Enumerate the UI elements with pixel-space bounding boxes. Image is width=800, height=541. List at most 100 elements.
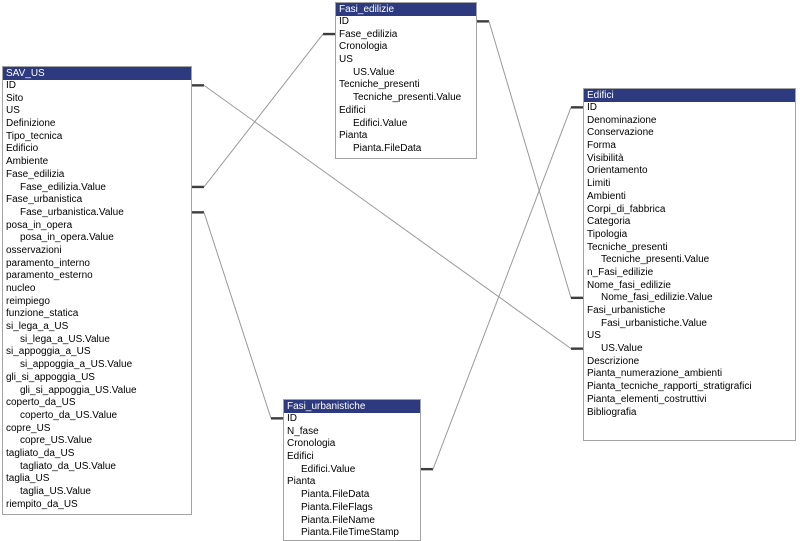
field-row[interactable]: taglia_US.Value: [20, 486, 91, 497]
field-row[interactable]: ID: [287, 413, 297, 424]
relation-line[interactable]: [421, 106, 583, 471]
field-row[interactable]: si_appoggia_a_US.Value: [20, 359, 133, 371]
field-row[interactable]: Conservazione: [587, 127, 654, 139]
table-title-bar[interactable]: Edifici: [584, 89, 795, 102]
field-row[interactable]: gli_si_appoggia_US.Value: [20, 384, 137, 396]
field-row[interactable]: Pianta: [287, 476, 316, 488]
field-row[interactable]: Pianta.FileTimeStamp: [301, 527, 399, 539]
field-row[interactable]: Cronologia: [339, 41, 388, 53]
field-row[interactable]: Nome_fasi_edilizie.Value: [601, 292, 713, 304]
field-row[interactable]: Tipo_tecnica: [6, 130, 63, 142]
field-row[interactable]: Categoria: [587, 216, 631, 228]
relation-line[interactable]: [477, 20, 583, 300]
field-row[interactable]: ID: [6, 80, 16, 91]
field-row[interactable]: si_lega_a_US: [6, 321, 69, 333]
field-row[interactable]: Fasi_urbanistiche: [587, 305, 666, 316]
field-row[interactable]: Pianta.FileFlags: [301, 501, 373, 513]
field-row[interactable]: Fase_urbanistica.Value: [20, 206, 124, 218]
field-row[interactable]: Pianta_tecniche_rapporti_stratigrafici: [587, 381, 752, 393]
field-row[interactable]: n_Fasi_edilizie: [587, 266, 654, 278]
field-row[interactable]: Ambienti: [587, 190, 626, 202]
field-row[interactable]: Visibilità: [587, 152, 624, 164]
field-row[interactable]: Pianta.FileData: [353, 142, 422, 154]
field-row[interactable]: copre_US.Value: [20, 435, 93, 447]
field-row[interactable]: Tecniche_presenti: [587, 241, 668, 253]
field-row[interactable]: N_fase: [287, 425, 319, 437]
field-row[interactable]: Tecniche_presenti.Value: [353, 92, 462, 104]
field-row[interactable]: Edifici: [287, 451, 314, 463]
field-row[interactable]: Limiti: [587, 178, 611, 190]
field-row[interactable]: Forma: [587, 140, 616, 152]
field-row[interactable]: posa_in_opera: [6, 219, 73, 231]
field-row[interactable]: Edifici.Value: [301, 463, 356, 475]
field-row[interactable]: osservazioni: [6, 244, 62, 256]
table-title: Edifici: [587, 90, 614, 101]
field-row[interactable]: Sito: [6, 92, 24, 104]
relation-line[interactable]: [192, 32, 335, 189]
field-row[interactable]: US: [6, 105, 20, 117]
field-row[interactable]: Pianta_numerazione_ambienti: [587, 368, 723, 380]
field-row[interactable]: posa_in_opera.Value: [20, 232, 114, 244]
field-row[interactable]: Tipologia: [587, 228, 628, 240]
field-row[interactable]: reimpiego: [6, 295, 50, 307]
field-row[interactable]: Fase_urbanistica: [6, 194, 83, 206]
field-row[interactable]: Edifici.Value: [353, 117, 408, 129]
field-row[interactable]: Pianta_elementi_costruttivi: [587, 393, 707, 405]
field-row[interactable]: Pianta: [339, 130, 368, 142]
field-row[interactable]: US.Value: [601, 343, 643, 355]
field-row[interactable]: US: [587, 330, 601, 342]
field-row[interactable]: Corpi_di_fabbrica: [587, 203, 666, 215]
field-row[interactable]: gli_si_appoggia_US: [6, 371, 95, 383]
table-title: Fasi_urbanistiche: [287, 401, 366, 412]
field-row[interactable]: paramento_interno: [6, 257, 90, 269]
table-title: SAV_US: [6, 68, 45, 79]
field-row[interactable]: US: [339, 54, 353, 66]
field-row[interactable]: tagliato_da_US: [6, 447, 75, 459]
field-row[interactable]: Bibliografia: [587, 406, 637, 418]
field-row[interactable]: Pianta.FileName: [301, 514, 375, 526]
field-row[interactable]: ID: [587, 102, 597, 113]
field-row[interactable]: si_lega_a_US.Value: [20, 333, 110, 345]
field-row[interactable]: Fase_edilizia: [339, 28, 398, 40]
field-row[interactable]: Cronologia: [287, 438, 336, 450]
field-row[interactable]: Edifici: [339, 104, 366, 116]
table-title-bar[interactable]: Fasi_urbanistiche: [284, 400, 420, 413]
field-row[interactable]: Denominazione: [587, 114, 657, 126]
field-row[interactable]: Edificio: [6, 143, 39, 155]
field-row[interactable]: Pianta.FileData: [301, 489, 370, 501]
relation-line[interactable]: [192, 211, 283, 420]
table-title-bar[interactable]: SAV_US: [3, 67, 191, 80]
field-row[interactable]: riempito_da_US: [6, 498, 78, 510]
field-row[interactable]: Fasi_urbanistiche.Value: [601, 317, 707, 329]
field-row[interactable]: Nome_fasi_edilizie: [587, 279, 671, 291]
table-title-bar[interactable]: Fasi_edilizie: [336, 3, 476, 16]
field-row[interactable]: Definizione: [6, 118, 56, 130]
table-title: Fasi_edilizie: [339, 4, 395, 15]
relation-line[interactable]: [192, 84, 583, 350]
field-row[interactable]: tagliato_da_US.Value: [20, 460, 116, 472]
field-row[interactable]: Ambiente: [6, 156, 49, 168]
field-row[interactable]: copre_US: [6, 422, 51, 434]
field-row[interactable]: paramento_esterno: [6, 270, 93, 282]
field-row[interactable]: si_appoggia_a_US: [6, 346, 91, 358]
field-row[interactable]: Tecniche_presenti: [339, 79, 420, 91]
field-row[interactable]: Fase_edilizia: [6, 168, 65, 180]
field-row[interactable]: funzione_statica: [6, 308, 79, 320]
field-row[interactable]: coperto_da_US: [6, 397, 76, 409]
field-row[interactable]: US.Value: [353, 66, 395, 78]
field-row[interactable]: Orientamento: [587, 165, 648, 177]
field-row[interactable]: Tecniche_presenti.Value: [601, 254, 710, 266]
field-row[interactable]: Fase_edilizia.Value: [20, 181, 106, 193]
field-row[interactable]: taglia_US: [6, 473, 50, 485]
field-row[interactable]: ID: [339, 16, 349, 27]
field-row[interactable]: nucleo: [6, 283, 36, 294]
field-row[interactable]: Descrizione: [587, 355, 640, 367]
field-row[interactable]: coperto_da_US.Value: [20, 409, 118, 421]
